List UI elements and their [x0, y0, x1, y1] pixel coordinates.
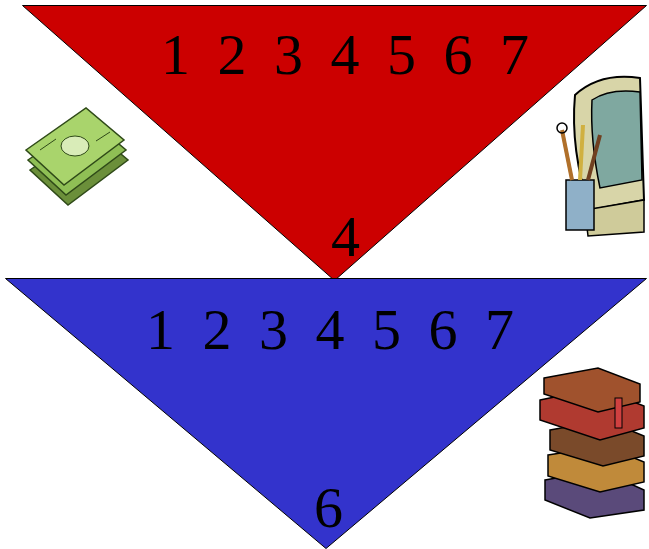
scale-numbers: 1 2 3 4 5 6 7	[146, 298, 514, 362]
scale-numbers: 1 2 3 4 5 6 7	[161, 23, 529, 87]
selected-value: 6	[314, 476, 343, 540]
red-funnel-triangle: 1 2 3 4 5 6 7 4	[22, 5, 647, 281]
blue-funnel-triangle: 1 2 3 4 5 6 7 6	[5, 278, 647, 549]
selected-value: 4	[331, 205, 360, 269]
money-icon	[26, 108, 128, 205]
books-icon	[540, 368, 644, 518]
computer-icon	[557, 77, 644, 236]
